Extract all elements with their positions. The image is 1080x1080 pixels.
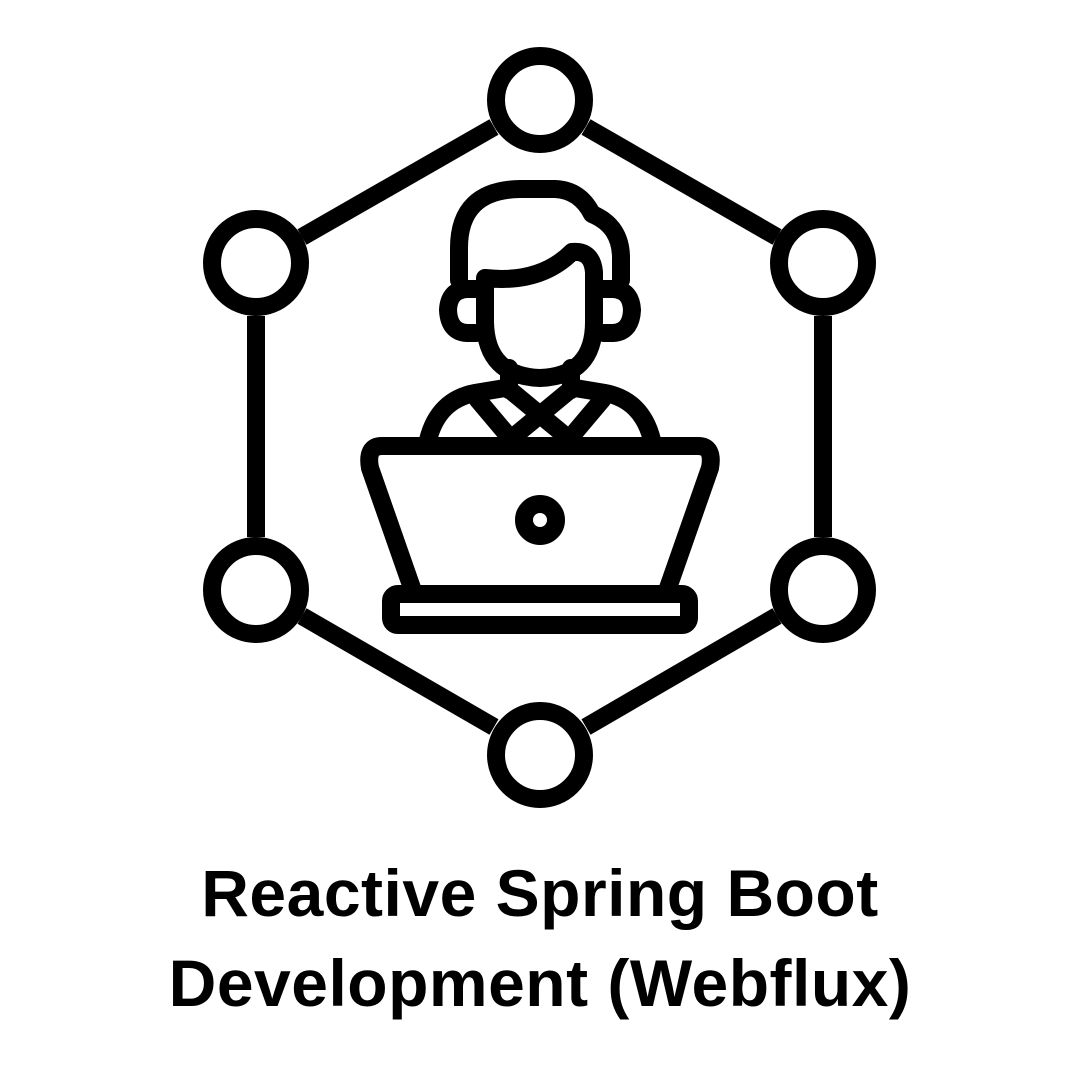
left-headset-icon [439, 280, 485, 342]
node-lower-right-icon [770, 537, 876, 643]
node-bottom-icon [487, 702, 593, 808]
laptop-logo-icon [515, 495, 565, 545]
edge-top-upperright [581, 119, 782, 245]
node-upper-left-icon [203, 210, 309, 316]
network-hexagon [203, 47, 876, 808]
laptop-screen-icon [360, 437, 720, 591]
node-upper-right-icon [770, 210, 876, 316]
node-top-icon [487, 47, 593, 153]
laptop-icon [360, 437, 720, 634]
node-lower-left-icon [203, 537, 309, 643]
edge-lowerleft-bottom [297, 608, 499, 735]
page-title: Reactive Spring Boot Development (Webflu… [0, 848, 1080, 1028]
network-illustration [203, 47, 876, 808]
edge-lowerright-bottom [581, 608, 782, 735]
face-icon [476, 242, 603, 387]
title-line-2: Development (Webflux) [168, 946, 912, 1020]
edge-top-upperleft [297, 119, 499, 245]
right-headset-icon [595, 280, 641, 342]
title-line-1: Reactive Spring Boot [201, 856, 879, 930]
laptop-base-icon [382, 585, 698, 634]
collar-icon [469, 381, 611, 447]
hair-icon [450, 180, 630, 289]
person-with-headset-icon [419, 180, 661, 449]
